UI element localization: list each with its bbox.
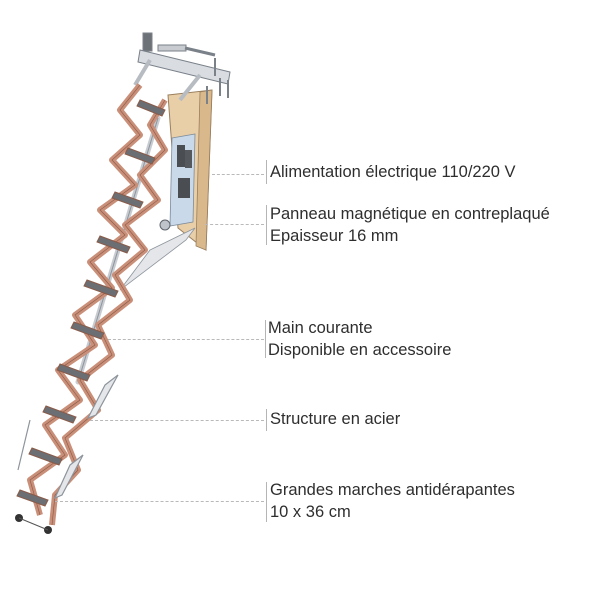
callout-line: Disponible en accessoire: [268, 341, 452, 359]
bracket: [266, 160, 267, 184]
leader-line: [212, 174, 264, 175]
scissor-frame: [27, 83, 168, 526]
top-mechanism: [133, 32, 231, 104]
callout-label: Alimentation électrique 110/220 V: [270, 161, 516, 183]
stair-feet: [15, 514, 52, 534]
bracket: [266, 409, 267, 431]
electrical-board: [159, 133, 196, 231]
callout-line: Main courante: [268, 319, 373, 337]
leader-line: [90, 420, 264, 421]
callout-label: Panneau magnétique en contreplaqué Epais…: [270, 203, 550, 247]
steel-struts: [17, 374, 119, 500]
callout-label: Main courante Disponible en accessoire: [268, 317, 451, 361]
callout-label: Grandes marches antidérapantes 10 x 36 c…: [270, 479, 515, 523]
callout-label: Structure en acier: [270, 408, 400, 430]
bracket: [266, 482, 267, 522]
support-arm: [119, 227, 196, 291]
callout-line: 10 x 36 cm: [270, 503, 351, 521]
bracket: [266, 205, 267, 245]
bracket: [265, 320, 266, 358]
leader-line: [205, 224, 264, 225]
callout-line: Structure en acier: [270, 410, 401, 428]
leader-line: [108, 339, 264, 340]
callout-line: Epaisseur 16 mm: [270, 227, 399, 245]
leader-line: [55, 501, 264, 502]
callout-line: Grandes marches antidérapantes: [270, 481, 515, 499]
treads: [16, 99, 166, 507]
callout-line: Panneau magnétique en contreplaqué: [270, 205, 550, 223]
callout-line: Alimentation électrique 110/220 V: [270, 163, 516, 181]
